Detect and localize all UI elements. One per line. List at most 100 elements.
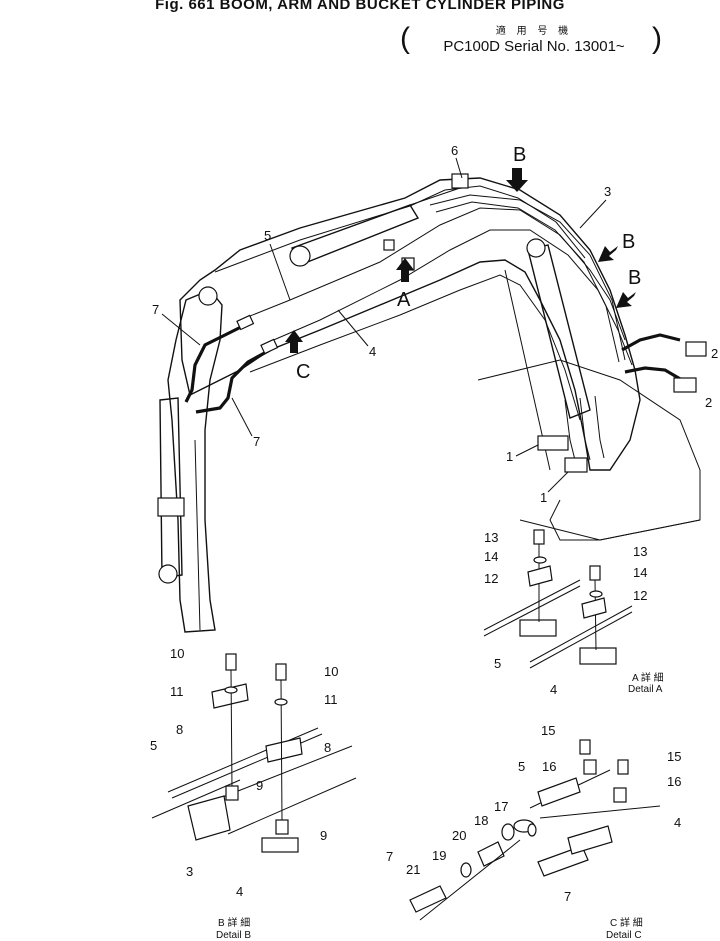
detail-c-pipe-4 <box>539 805 661 819</box>
callout-5: 5 <box>264 228 271 243</box>
view-marker-a: A <box>397 289 411 311</box>
detail-b-callout-10a: 10 <box>170 646 184 661</box>
detail-c: 15 16 15 16 5 17 18 20 19 21 7 4 7 C 詳 細… <box>386 723 681 941</box>
detail-b-callout-11a: 11 <box>170 684 184 699</box>
detail-c-ground-line <box>419 839 521 921</box>
detail-a-pipe-5 <box>483 579 581 631</box>
detail-b-pipe-4b <box>227 777 357 835</box>
detail-a-callout-12b: 12 <box>633 588 647 603</box>
detail-a-washer-2 <box>589 590 603 598</box>
detail-a-callout-12a: 12 <box>484 571 498 586</box>
pipe-clamp <box>383 239 395 251</box>
applicable-machine-label: 適 用 号 機 <box>495 26 573 37</box>
detail-c-callout-5: 5 <box>518 759 525 774</box>
detail-b-plate-edge <box>151 779 241 819</box>
detail-c-spacer-2 <box>613 787 627 803</box>
detail-b-lower-block <box>261 837 299 853</box>
detail-a: 13 14 12 13 14 12 5 4 A 詳 細 Detail A <box>483 529 664 697</box>
detail-b-callout-11b: 11 <box>324 692 338 707</box>
callout-3: 3 <box>604 184 611 199</box>
boom-cylinder-pin <box>526 238 546 258</box>
hose-7-upper <box>184 323 246 403</box>
detail-b-bolt-2 <box>275 663 287 681</box>
leader-3 <box>579 199 607 229</box>
arm-cylinder-rod <box>409 187 461 206</box>
part-2-box-upper <box>685 341 707 357</box>
detail-c-label-jp: C 詳 細 <box>610 916 643 929</box>
detail-a-callout-13b: 13 <box>633 544 647 559</box>
serial-number: PC100D Serial No. 13001~ <box>443 38 625 55</box>
detail-c-label: Detail C <box>606 930 642 941</box>
callout-1-lower: 1 <box>540 490 547 505</box>
detail-a-callout-4: 4 <box>550 682 557 697</box>
detail-c-part-18 <box>501 823 515 841</box>
detail-c-callout-19: 19 <box>432 848 446 863</box>
callout-7-upper: 7 <box>152 302 159 317</box>
arm-edge-line <box>194 439 201 631</box>
upper-structure <box>477 359 701 541</box>
detail-a-bolt-2 <box>589 565 601 581</box>
pipe-clamp <box>451 173 469 189</box>
part-1-box-upper <box>537 435 569 451</box>
detail-c-callout-20: 20 <box>452 828 466 843</box>
leader-4 <box>337 309 369 347</box>
pipe-line-3b <box>435 201 620 363</box>
part-1-box-lower <box>564 457 588 473</box>
pipe-line-3a <box>429 194 626 361</box>
detail-a-callout-14b: 14 <box>633 565 647 580</box>
detail-c-callout-7b: 7 <box>564 889 571 904</box>
detail-a-block-1 <box>519 619 557 637</box>
part-2-box-lower <box>673 377 697 393</box>
leader-7-upper <box>161 313 201 346</box>
arrow-a <box>396 258 414 282</box>
pipe-line-4 <box>261 229 633 366</box>
detail-c-bolt-2 <box>617 759 629 775</box>
arrow-b-low <box>616 292 636 308</box>
detail-b-bolt-1 <box>225 653 237 671</box>
leader-5 <box>269 243 291 301</box>
callout-4: 4 <box>369 344 376 359</box>
detail-b-label: Detail B <box>216 930 251 941</box>
arm-top-pin <box>198 286 218 306</box>
detail-a-clip-2 <box>581 597 607 619</box>
arrow-b-mid <box>598 246 618 262</box>
boom-cylinder <box>527 244 591 419</box>
detail-c-callout-17: 17 <box>494 799 508 814</box>
detail-b-clamp-upper-2 <box>265 737 303 763</box>
hose-bundle-lower <box>624 366 683 382</box>
detail-b-callout-3: 3 <box>186 864 193 879</box>
hose-7-lower <box>195 348 271 414</box>
detail-b-callout-8a: 8 <box>176 722 183 737</box>
detail-b-callout-5: 5 <box>150 738 157 753</box>
detail-c-oring <box>460 862 472 878</box>
detail-c-callout-18: 18 <box>474 813 488 828</box>
arrow-b-top <box>506 168 528 192</box>
arm-cylinder <box>291 204 420 266</box>
view-marker-b-mid: B <box>622 231 635 253</box>
detail-c-callout-16b: 16 <box>667 774 681 789</box>
callout-1-upper: 1 <box>506 449 513 464</box>
bucket-cylinder-clamp <box>157 497 185 517</box>
arm-cylinder-head <box>289 245 311 267</box>
piping-lines <box>184 173 683 461</box>
detail-b-spacer-1 <box>225 785 239 801</box>
detail-c-callout-15b: 15 <box>667 749 681 764</box>
view-marker-c: C <box>296 361 310 383</box>
detail-b-pipe-5 <box>167 727 319 793</box>
detail-b: 10 11 8 10 11 8 5 9 9 3 4 B 詳 細 Detail B <box>150 646 357 941</box>
detail-b-callout-10b: 10 <box>324 664 338 679</box>
detail-b-callout-8b: 8 <box>324 740 331 755</box>
detail-b-clamp-upper-1 <box>211 683 249 709</box>
right-paren: ) <box>652 22 662 55</box>
view-marker-b-low: B <box>628 267 641 289</box>
bucket-link-pin <box>158 564 178 584</box>
detail-b-plate-3 <box>187 795 231 841</box>
detail-b-spacer-2 <box>275 819 289 835</box>
detail-a-washer-1 <box>533 556 547 564</box>
detail-b-label-jp: B 詳 細 <box>218 916 250 929</box>
arm-body <box>167 289 223 633</box>
detail-a-label: Detail A <box>628 684 663 695</box>
view-arrows <box>285 168 636 353</box>
detail-a-clip-1 <box>527 565 553 587</box>
callout-2-lower: 2 <box>705 395 712 410</box>
